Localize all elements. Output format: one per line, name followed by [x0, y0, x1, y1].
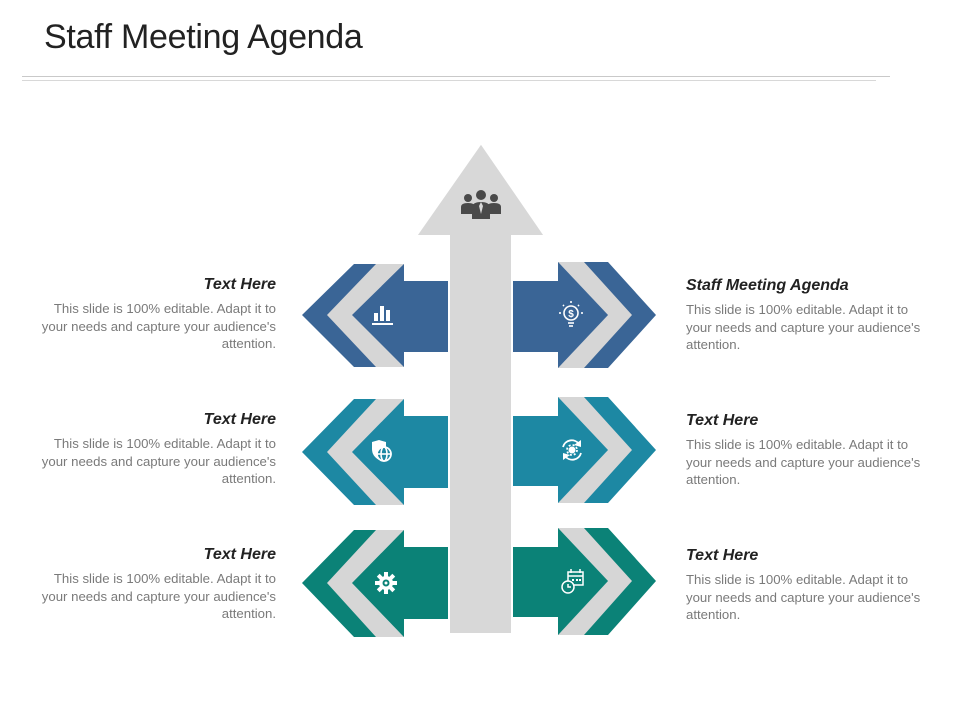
left-arrow-body-row3 [352, 530, 450, 637]
left-arrow-body-row2 [352, 399, 450, 505]
right-arrow-body-row2 [510, 397, 608, 503]
calendar-clock-icon [561, 569, 584, 594]
left-mid-heading: Text Here [203, 411, 276, 428]
right-chevron-dark-row1 [558, 262, 656, 368]
right-top-text-block: Staff Meeting Agenda This slide is 100% … [686, 277, 926, 354]
right-top-description: This slide is 100% editable. Adapt it to… [686, 302, 921, 352]
title-divider [22, 76, 890, 77]
globe-shield-icon [372, 440, 392, 462]
bar-chart-icon [372, 306, 393, 325]
row-2-arrows [302, 397, 656, 505]
left-mid-text-block: Text Here This slide is 100% editable. A… [36, 411, 276, 488]
left-top-heading: Text Here [203, 276, 276, 293]
left-bot-heading: Text Here [203, 546, 276, 563]
slide-title: Staff Meeting Agenda [44, 18, 363, 56]
right-bot-description: This slide is 100% editable. Adapt it to… [686, 572, 921, 622]
right-mid-text-block: Text Here This slide is 100% editable. A… [686, 412, 926, 489]
right-arrow-body-row1 [510, 262, 608, 368]
gear-icon [375, 572, 397, 594]
right-mid-heading: Text Here [686, 412, 759, 429]
right-top-heading: Staff Meeting Agenda [686, 277, 849, 294]
left-bot-description: This slide is 100% editable. Adapt it to… [41, 571, 276, 621]
central-up-arrow [414, 141, 547, 635]
left-bot-text-block: Text Here This slide is 100% editable. A… [36, 546, 276, 623]
left-chevron-gray-row2 [327, 399, 404, 505]
left-chevron-gray-row1 [327, 264, 404, 367]
gear-cycle-icon [562, 439, 582, 461]
right-chevron-gray-row2 [558, 397, 632, 503]
right-chevron-dark-row3 [558, 528, 656, 635]
right-chevron-gray-row3 [558, 528, 632, 635]
left-arrow-body-row1 [352, 264, 450, 367]
team-icon [461, 190, 501, 219]
right-arrow-body-row3 [510, 528, 608, 635]
left-chevron-gray-row3 [327, 530, 404, 637]
title-divider-secondary [22, 80, 876, 81]
right-mid-description: This slide is 100% editable. Adapt it to… [686, 437, 921, 487]
left-top-text-block: Text Here This slide is 100% editable. A… [36, 276, 276, 353]
lightbulb-dollar-icon: $ [559, 301, 583, 327]
right-bot-text-block: Text Here This slide is 100% editable. A… [686, 547, 926, 624]
right-chevron-dark-row2 [558, 397, 656, 503]
svg-text:$: $ [568, 309, 574, 320]
row-3-arrows [302, 528, 656, 637]
row-1-arrows [302, 262, 656, 368]
left-mid-description: This slide is 100% editable. Adapt it to… [41, 436, 276, 486]
left-top-description: This slide is 100% editable. Adapt it to… [41, 301, 276, 351]
right-chevron-gray-row1 [558, 262, 632, 368]
right-bot-heading: Text Here [686, 547, 759, 564]
